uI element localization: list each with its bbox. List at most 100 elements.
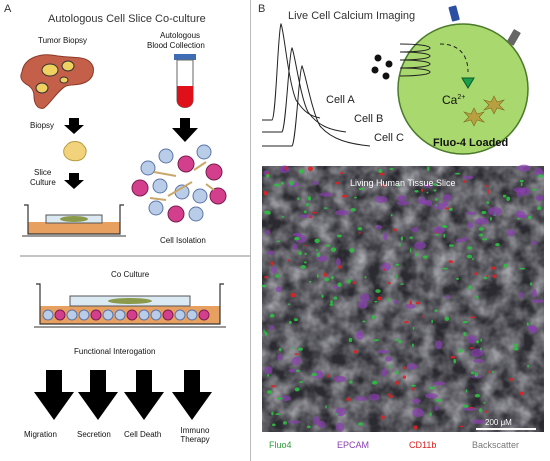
micro-speckle: [269, 313, 275, 318]
micro-speckle: [353, 349, 358, 354]
micro-speckle: [421, 200, 430, 205]
micro-speckle: [402, 375, 407, 379]
micro-speckle: [394, 338, 399, 341]
micro-speckle: [298, 251, 302, 256]
micro-speckle: [267, 373, 270, 377]
micro-speckle: [434, 340, 443, 350]
outcome-cell-death: Cell Death: [124, 430, 162, 439]
micro-speckle: [299, 381, 304, 383]
micro-speckle: [330, 300, 333, 305]
micro-speckle: [470, 316, 476, 319]
micro-speckle: [445, 295, 451, 299]
micro-speckle: [387, 281, 391, 285]
micro-speckle: [336, 258, 341, 267]
micro-speckle: [488, 206, 502, 216]
micro-speckle: [537, 206, 542, 211]
micro-speckle: [433, 226, 445, 234]
micro-speckle: [375, 289, 381, 293]
micro-speckle: [350, 208, 356, 212]
micro-speckle: [270, 385, 277, 388]
micro-speckle: [472, 258, 474, 261]
micro-speckle: [307, 166, 313, 172]
micro-speckle: [483, 276, 487, 280]
micro-speckle: [412, 408, 424, 418]
cell-cluster: [131, 144, 227, 223]
micro-speckle: [331, 275, 334, 280]
micro-speckle: [486, 201, 490, 204]
micro-speckle: [422, 315, 424, 318]
micro-speckle: [480, 338, 483, 342]
micro-speckle: [411, 387, 415, 391]
micro-speckle: [317, 420, 326, 429]
micro-speckle: [306, 425, 311, 429]
micro-speckle: [274, 183, 280, 187]
arrow-secretion: [78, 370, 118, 420]
micro-speckle: [478, 227, 485, 231]
cell-b-label: Cell B: [354, 113, 384, 125]
micro-speckle: [519, 391, 524, 396]
micro-speckle: [346, 279, 352, 284]
micro-speckle: [519, 267, 526, 270]
micro-speckle: [287, 420, 301, 424]
co-culture-cell: [126, 309, 138, 321]
micro-speckle: [319, 192, 333, 197]
micro-speckle: [377, 296, 382, 301]
micro-speckle: [455, 172, 461, 175]
micro-speckle: [409, 248, 412, 253]
micro-speckle: [297, 347, 303, 351]
micro-speckle: [321, 294, 324, 299]
micro-speckle: [325, 244, 331, 247]
ca-text: Ca: [442, 93, 458, 107]
micro-speckle: [305, 202, 309, 207]
micro-speckle: [490, 216, 492, 221]
micro-speckle: [313, 416, 320, 425]
micro-speckle: [394, 380, 399, 386]
micro-speckle: [473, 359, 485, 363]
micro-speckle: [335, 181, 340, 185]
micro-speckle: [392, 228, 397, 232]
micro-speckle: [285, 166, 288, 171]
co-culture-cell: [186, 309, 198, 321]
micro-speckle: [422, 255, 428, 259]
micro-speckle: [389, 364, 391, 368]
micro-speckle: [453, 358, 457, 364]
micro-speckle: [337, 282, 342, 287]
micro-speckle: [330, 247, 337, 252]
legend-backscatter: Backscatter: [472, 440, 520, 450]
micro-speckle: [409, 236, 413, 240]
micro-speckle: [414, 252, 418, 257]
micro-speckle: [275, 286, 282, 293]
micro-speckle: [465, 211, 477, 215]
micro-speckle: [435, 398, 442, 402]
micro-speckle: [311, 372, 317, 377]
calcium-traces: [262, 22, 371, 147]
micro-speckle: [412, 326, 415, 330]
micro-speckle: [467, 246, 473, 250]
micro-speckle: [427, 166, 430, 172]
micro-speckle: [475, 295, 479, 299]
micro-speckle: [333, 375, 346, 383]
micro-speckle: [279, 165, 290, 174]
micro-speckle: [479, 233, 484, 237]
micro-speckle: [289, 180, 294, 186]
co-culture-cell: [114, 309, 126, 321]
micro-speckle: [395, 370, 399, 375]
micro-speckle: [323, 207, 328, 209]
legend-fluo4: Fluo4: [269, 440, 292, 450]
micro-speckle: [519, 179, 524, 183]
micro-speckle: [518, 291, 524, 298]
micro-speckle: [299, 214, 312, 218]
micro-speckle: [531, 299, 544, 304]
micro-speckle: [467, 335, 477, 344]
micro-speckle: [442, 267, 448, 270]
micro-speckle: [424, 183, 432, 188]
micro-speckle: [275, 413, 281, 416]
panel-b-title: Live Cell Calcium Imaging: [288, 10, 416, 22]
micro-speckle: [374, 224, 383, 230]
micro-speckle: [506, 229, 516, 237]
micro-speckle: [531, 240, 537, 245]
co-culture-cells: [42, 309, 210, 321]
micro-speckle: [270, 266, 277, 274]
micro-speckle: [463, 180, 467, 184]
